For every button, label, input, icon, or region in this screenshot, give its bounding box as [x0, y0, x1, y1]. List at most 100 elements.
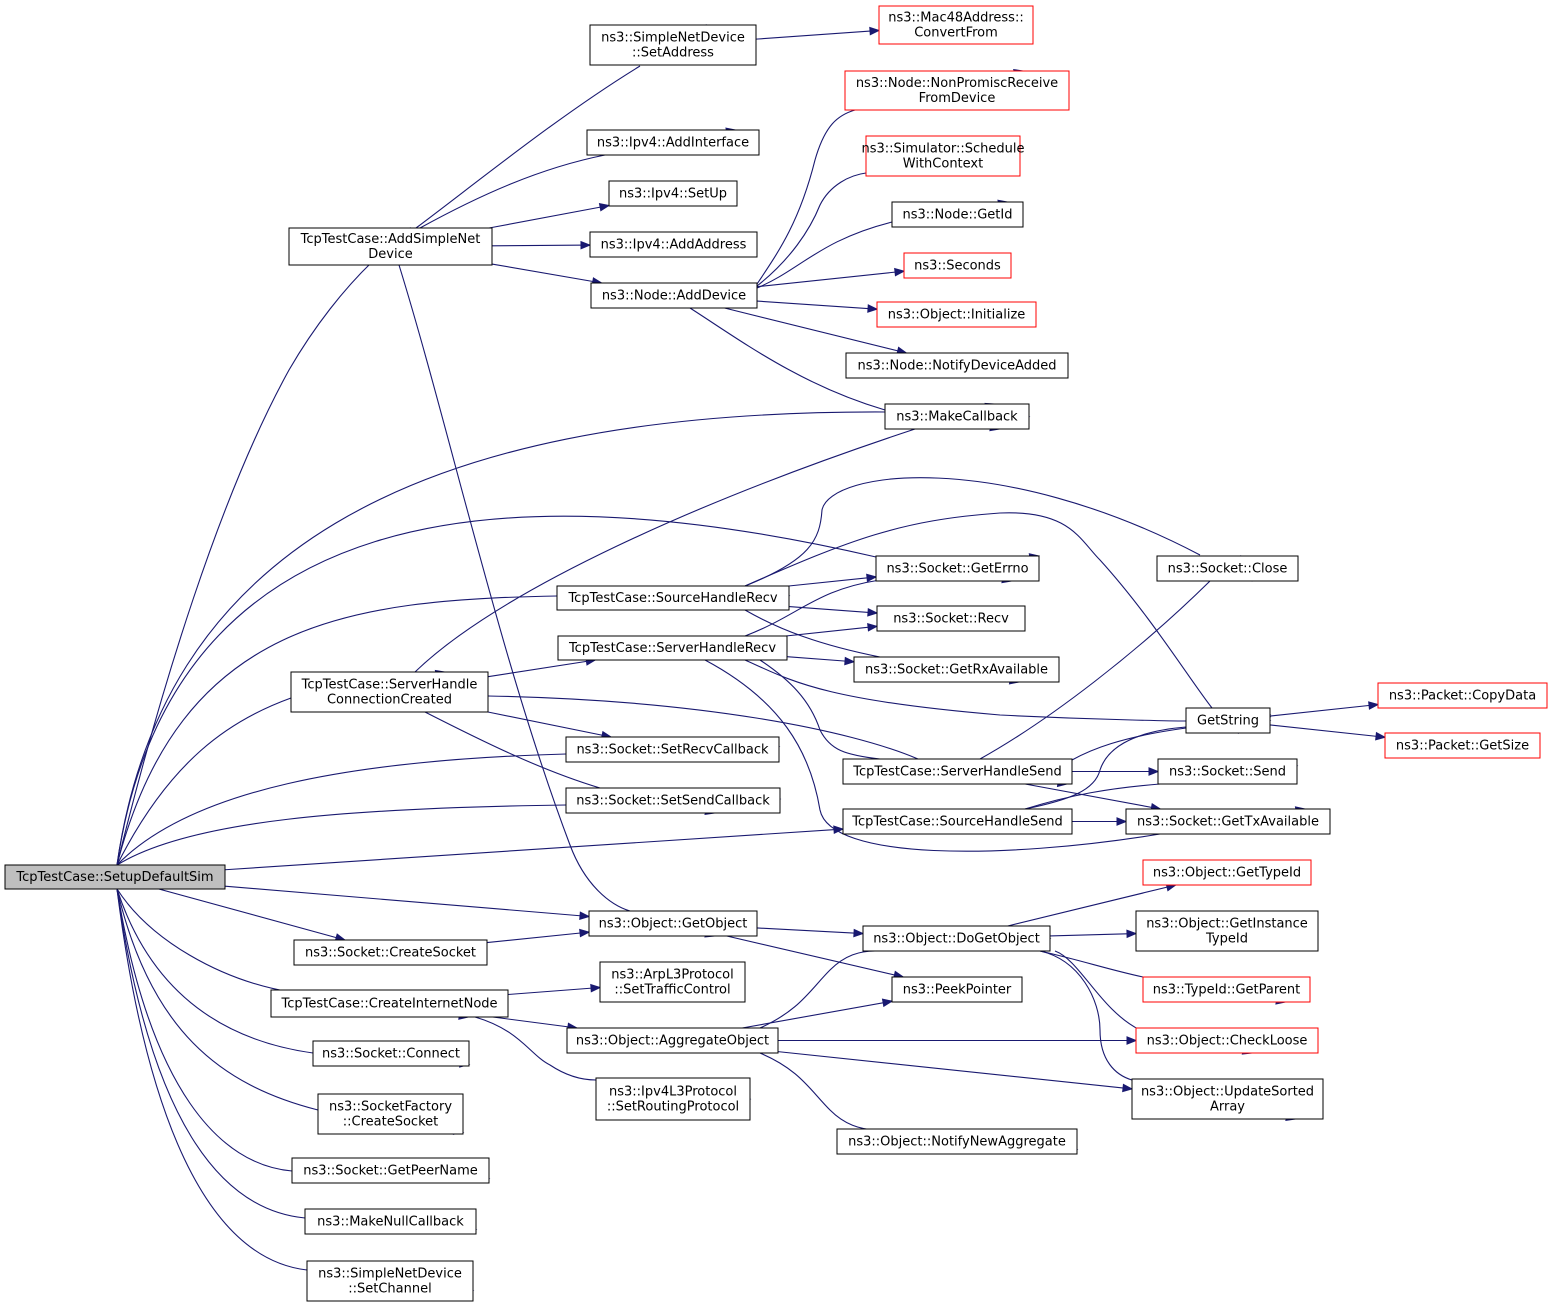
node-box-getInstTypeId[interactable]	[1135, 910, 1319, 952]
node-box-scheduleCtx[interactable]	[865, 135, 1021, 177]
node-box-srvHandleRecv[interactable]	[557, 635, 788, 661]
node-box-createInetNode[interactable]	[270, 989, 509, 1018]
node-checkLoose[interactable]: ns3::Object::CheckLoose	[1135, 1027, 1319, 1054]
node-box-convertFrom[interactable]	[878, 5, 1034, 45]
node-box-send[interactable]	[1157, 758, 1298, 785]
node-box-getRxAvail[interactable]	[853, 656, 1060, 683]
node-addAddress[interactable]: ns3::Ipv4::AddAddress	[589, 231, 758, 258]
node-box-sfCreateSocket[interactable]	[317, 1093, 464, 1135]
node-ipv4SetRouting[interactable]: ns3::Ipv4L3Protocol::SetRoutingProtocol	[595, 1077, 751, 1121]
node-box-getSize[interactable]	[1384, 732, 1541, 759]
node-box-doGetObject[interactable]	[862, 925, 1051, 952]
node-box-aggregate[interactable]	[566, 1027, 779, 1054]
node-box-srcHandleRecv[interactable]	[556, 585, 790, 611]
node-srvHandleSend[interactable]: TcpTestCase::ServerHandleSend	[842, 758, 1073, 785]
node-box-getPeerName[interactable]	[291, 1157, 490, 1184]
node-peekPointer[interactable]: ns3::PeekPointer	[891, 976, 1023, 1003]
node-box-makeNullCb[interactable]	[304, 1208, 477, 1235]
node-getRxAvail[interactable]: ns3::Socket::GetRxAvailable	[853, 656, 1060, 683]
node-box-getId[interactable]	[891, 201, 1024, 228]
node-getTypeId[interactable]: ns3::Object::GetTypeId	[1142, 859, 1312, 886]
node-box-srvHandleSend[interactable]	[842, 758, 1073, 785]
node-box-addSimple[interactable]	[288, 227, 493, 266]
node-box-getErrno[interactable]	[875, 555, 1040, 582]
node-setRecvCb[interactable]: ns3::Socket::SetRecvCallback	[565, 736, 780, 763]
node-createInetNode[interactable]: TcpTestCase::CreateInternetNode	[270, 989, 509, 1018]
node-box-srcHandleSend[interactable]	[842, 808, 1073, 835]
node-box-ipv4SetRouting[interactable]	[595, 1077, 751, 1121]
node-addInterface[interactable]: ns3::Ipv4::AddInterface	[586, 129, 760, 156]
node-box-checkLoose[interactable]	[1135, 1027, 1319, 1054]
node-box-updateSorted[interactable]	[1131, 1078, 1324, 1120]
node-box-addDevice[interactable]	[590, 282, 758, 309]
node-box-recv[interactable]	[876, 605, 1026, 632]
node-box-getTypeId[interactable]	[1142, 859, 1312, 886]
node-srvHandleRecv[interactable]: TcpTestCase::ServerHandleRecv	[557, 635, 788, 661]
node-srcHandleSend[interactable]: TcpTestCase::SourceHandleSend	[842, 808, 1073, 835]
node-box-getTxAvail[interactable]	[1125, 808, 1331, 835]
node-box-notifyNewAgg[interactable]	[836, 1128, 1078, 1155]
node-setAddress[interactable]: ns3::SimpleNetDevice::SetAddress	[589, 24, 757, 66]
node-box-setAddress[interactable]	[589, 24, 757, 66]
node-box-peekPointer[interactable]	[891, 976, 1023, 1003]
node-seconds[interactable]: ns3::Seconds	[903, 252, 1012, 279]
node-setUp[interactable]: ns3::Ipv4::SetUp	[608, 180, 738, 207]
node-box-getObject[interactable]	[588, 910, 758, 937]
node-notifyDevAdded[interactable]: ns3::Node::NotifyDeviceAdded	[845, 352, 1069, 379]
node-box-srvConnCreated[interactable]	[290, 671, 489, 713]
node-makeCallback[interactable]: ns3::MakeCallback	[884, 403, 1030, 430]
node-box-addAddress[interactable]	[589, 231, 758, 258]
node-getPeerName[interactable]: ns3::Socket::GetPeerName	[291, 1157, 490, 1184]
node-sockClose[interactable]: ns3::Socket::Close	[1156, 555, 1299, 582]
node-send[interactable]: ns3::Socket::Send	[1157, 758, 1298, 785]
node-box-setChannel[interactable]	[306, 1260, 474, 1302]
node-convertFrom[interactable]: ns3::Mac48Address::ConvertFrom	[878, 5, 1034, 45]
node-srcHandleRecv[interactable]: TcpTestCase::SourceHandleRecv	[556, 585, 790, 611]
node-box-seconds[interactable]	[903, 252, 1012, 279]
node-notifyNewAgg[interactable]: ns3::Object::NotifyNewAggregate	[836, 1128, 1078, 1155]
node-copyData[interactable]: ns3::Packet::CopyData	[1377, 682, 1548, 709]
node-box-setSendCb[interactable]	[565, 787, 781, 814]
node-setChannel[interactable]: ns3::SimpleNetDevice::SetChannel	[306, 1260, 474, 1302]
node-recv[interactable]: ns3::Socket::Recv	[876, 605, 1026, 632]
node-box-arpSetTc[interactable]	[599, 961, 746, 1003]
node-box-notifyDevAdded[interactable]	[845, 352, 1069, 379]
node-srvConnCreated[interactable]: TcpTestCase::ServerHandleConnectionCreat…	[290, 671, 489, 713]
node-arpSetTc[interactable]: ns3::ArpL3Protocol::SetTrafficControl	[599, 961, 746, 1003]
node-aggregate[interactable]: ns3::Object::AggregateObject	[566, 1027, 779, 1054]
node-box-copyData[interactable]	[1377, 682, 1548, 709]
node-makeNullCb[interactable]: ns3::MakeNullCallback	[304, 1208, 477, 1235]
node-box-sockClose[interactable]	[1156, 555, 1299, 582]
node-connect[interactable]: ns3::Socket::Connect	[312, 1040, 470, 1067]
node-box-addInterface[interactable]	[586, 129, 760, 156]
node-box-setUp[interactable]	[608, 180, 738, 207]
node-getObject[interactable]: ns3::Object::GetObject	[588, 910, 758, 937]
node-getString[interactable]: GetString	[1185, 707, 1271, 734]
node-box-getString[interactable]	[1185, 707, 1271, 734]
node-doGetObject[interactable]: ns3::Object::DoGetObject	[862, 925, 1051, 952]
node-box-setRecvCb[interactable]	[565, 736, 780, 763]
node-createSocket[interactable]: ns3::Socket::CreateSocket	[293, 939, 488, 966]
node-getId[interactable]: ns3::Node::GetId	[891, 201, 1024, 228]
node-box-createSocket[interactable]	[293, 939, 488, 966]
node-box-makeCallback[interactable]	[884, 403, 1030, 430]
node-addDevice[interactable]: ns3::Node::AddDevice	[590, 282, 758, 309]
node-box-initialize[interactable]	[876, 301, 1037, 328]
node-getSize[interactable]: ns3::Packet::GetSize	[1384, 732, 1541, 759]
node-sfCreateSocket[interactable]: ns3::SocketFactory::CreateSocket	[317, 1093, 464, 1135]
node-getTxAvail[interactable]: ns3::Socket::GetTxAvailable	[1125, 808, 1331, 835]
node-setSendCb[interactable]: ns3::Socket::SetSendCallback	[565, 787, 781, 814]
node-box-connect[interactable]	[312, 1040, 470, 1067]
node-getErrno[interactable]: ns3::Socket::GetErrno	[875, 555, 1040, 582]
node-box-root[interactable]	[4, 864, 226, 890]
node-root[interactable]: TcpTestCase::SetupDefaultSim	[4, 864, 226, 890]
node-box-nonPromisc[interactable]	[844, 70, 1070, 111]
node-box-getParent[interactable]	[1142, 976, 1311, 1003]
node-initialize[interactable]: ns3::Object::Initialize	[876, 301, 1037, 328]
node-getParent[interactable]: ns3::TypeId::GetParent	[1142, 976, 1311, 1003]
